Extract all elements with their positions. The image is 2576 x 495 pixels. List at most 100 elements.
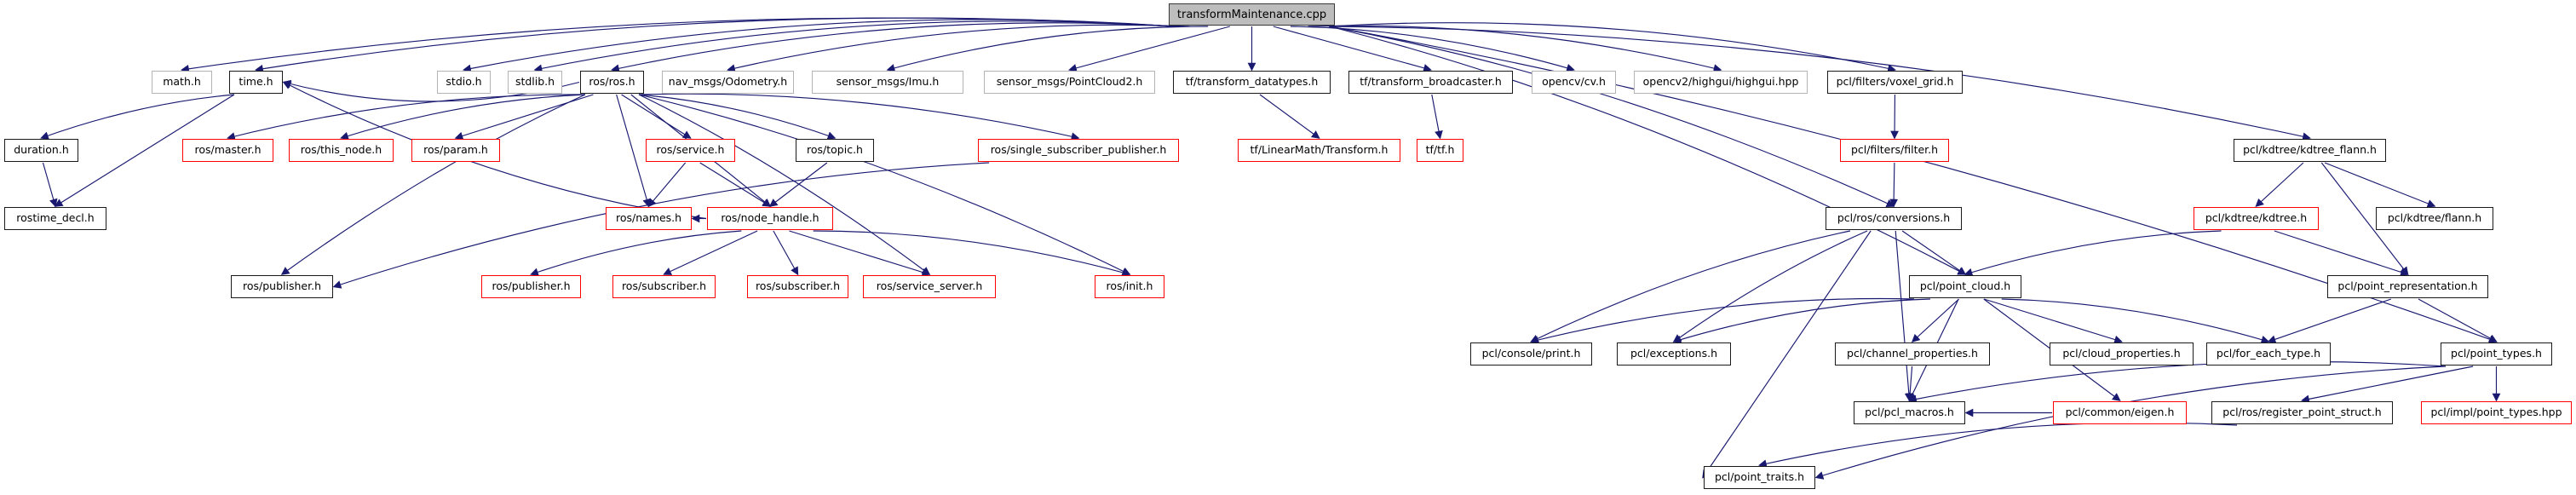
node-sub_red2[interactable]: ros/subscriber.h (747, 275, 848, 298)
node-point_traits[interactable]: pcl/point_traits.h (1704, 466, 1815, 489)
node-ros_ros[interactable]: ros/ros.h (580, 71, 644, 94)
node-opencv_cv[interactable]: opencv/cv.h (1532, 71, 1616, 94)
edge-conversions-to-point_traits (1702, 230, 1872, 479)
node-console_print[interactable]: pcl/console/print.h (1470, 342, 1592, 365)
node-tf_lm[interactable]: tf/LinearMath/Transform.h (1238, 139, 1400, 162)
edge-ros_ros-to-ros_init (638, 94, 1131, 275)
node-conversions[interactable]: pcl/ros/conversions.h (1826, 207, 1962, 230)
node-tf_tf[interactable]: tf/tf.h (1417, 139, 1463, 162)
edge-tm-to-math_h (181, 17, 1175, 73)
node-sub_red1[interactable]: ros/subscriber.h (612, 275, 716, 298)
edge-tm-to-time_h (255, 17, 1175, 73)
edge-ros_topic-to-node_handle (768, 162, 828, 207)
node-voxel_grid[interactable]: pcl/filters/voxel_grid.h (1827, 71, 1963, 94)
node-for_each_type[interactable]: pcl/for_each_type.h (2206, 342, 2331, 365)
node-pub_red[interactable]: ros/publisher.h (481, 275, 581, 298)
edge-ros_service-to-ros_names (647, 162, 687, 208)
node-channel_props[interactable]: pcl/channel_properties.h (1835, 342, 1990, 365)
node-kdtree_kdtree[interactable]: pcl/kdtree/kdtree.h (2194, 207, 2319, 230)
node-tm: transformMaintenance.cpp (1169, 3, 1335, 26)
edge-point_cloud-to-cloud_props (1983, 298, 2123, 344)
edge-point_types-to-pcl_macros (1908, 360, 2447, 404)
node-pcl_macros[interactable]: pcl/pcl_macros.h (1854, 401, 1965, 424)
node-sensor_imu[interactable]: sensor_msgs/Imu.h (812, 71, 963, 94)
node-point_repr[interactable]: pcl/point_representation.h (2327, 275, 2488, 298)
edge-point_cloud-to-channel_props (1911, 298, 1959, 342)
node-pcl_filter[interactable]: pcl/filters/filter.h (1840, 139, 1949, 162)
node-kdtree_flann_b[interactable]: pcl/kdtree/flann.h (2376, 207, 2493, 230)
node-nav_odom[interactable]: nav_msgs/Odometry.h (662, 71, 794, 94)
node-ros_param[interactable]: ros/param.h (411, 139, 500, 162)
edge-tm-to-opencv2_hg (1308, 25, 1722, 72)
node-kdtree_flann_h[interactable]: pcl/kdtree/kdtree_flann.h (2234, 139, 2386, 162)
node-node_handle[interactable]: ros/node_handle.h (707, 207, 833, 230)
node-tf_broadcaster[interactable]: tf/transform_broadcaster.h (1348, 71, 1513, 94)
node-ros_init[interactable]: ros/init.h (1095, 275, 1164, 298)
edge-ros_ros-to-ros_topic (638, 94, 837, 140)
edge-conversions-to-exceptions (1672, 230, 1868, 342)
node-math_h[interactable]: math.h (152, 71, 212, 94)
edge-conversions-to-console_print (1530, 230, 1851, 342)
edge-tm-to-stdlib_h (533, 20, 1175, 73)
node-stdio_h[interactable]: stdio.h (437, 71, 491, 94)
edge-ros_ros-to-ros_this_node (340, 94, 586, 141)
edge-tm-to-kdtree_flann_h (1329, 26, 2311, 141)
node-duration[interactable]: duration.h (4, 139, 78, 162)
node-impl_pt[interactable]: pcl/impl/point_types.hpp (2421, 401, 2572, 424)
edge-kdtree_flann_h-to-kdtree_flann_b (2324, 162, 2436, 208)
edge-pcl_filter-to-conversions (1889, 162, 1899, 208)
edge-ros_ros-to-ros_names (616, 94, 651, 208)
node-pub_black[interactable]: ros/publisher.h (231, 275, 333, 298)
node-service_server[interactable]: ros/service_server.h (863, 275, 996, 298)
node-opencv2_hg[interactable]: opencv2/highgui/highgui.hpp (1634, 71, 1808, 94)
edge-register_ps-to-point_traits (1758, 422, 2238, 468)
edge-tm-to-tf_broadcaster (1273, 26, 1432, 72)
edge-point_repr-to-point_types (2418, 298, 2498, 342)
node-ros_ssp[interactable]: ros/single_subscriber_publisher.h (978, 139, 1179, 162)
edge-ros_ros-to-ros_service (621, 94, 692, 139)
node-ros_topic[interactable]: ros/topic.h (796, 139, 874, 162)
node-time_h[interactable]: time.h (229, 71, 283, 94)
node-point_cloud[interactable]: pcl/point_cloud.h (1909, 275, 2021, 298)
node-exceptions[interactable]: pcl/exceptions.h (1617, 342, 1731, 365)
edge-kdtree_flann_h-to-kdtree_kdtree (2255, 162, 2304, 207)
edge-tm-to-sensor_imu (886, 26, 1209, 72)
edge-duration-to-rostime_decl (42, 162, 58, 208)
node-stdlib_h[interactable]: stdlib.h (508, 71, 562, 94)
edge-tm-to-stdio_h (463, 19, 1175, 73)
edge-tm-to-ros_ros (611, 22, 1176, 73)
node-tf_datatypes[interactable]: tf/transform_datatypes.h (1173, 71, 1331, 94)
edge-tf_broadcaster-to-tf_tf (1431, 94, 1443, 140)
node-cloud_props[interactable]: pcl/cloud_properties.h (2050, 342, 2194, 365)
edge-ros_ros-to-ros_param (454, 94, 594, 141)
node-ros_master[interactable]: ros/master.h (182, 139, 273, 162)
edge-point_cloud-to-for_each_type (2001, 298, 2270, 344)
edge-tm-to-voxel_grid (1329, 22, 1896, 73)
edge-node_handle-to-sub_red2 (773, 230, 799, 276)
node-rostime_decl[interactable]: rostime_decl.h (4, 207, 106, 230)
edge-ros_ros-to-pub_black (280, 94, 586, 275)
edge-ros_ros-to-ros_ssp (638, 93, 1080, 141)
node-common_eigen[interactable]: pcl/common/eigen.h (2053, 401, 2187, 424)
edge-node_handle-to-service_server (789, 230, 931, 277)
edge-node_handle-to-sub_red1 (663, 230, 758, 275)
edge-ros_service-to-node_handle (699, 162, 772, 207)
edge-kdtree_kdtree-to-point_cloud (1964, 230, 2222, 277)
node-ros_this_node[interactable]: ros/this_node.h (289, 139, 394, 162)
node-ros_service[interactable]: ros/service.h (646, 139, 735, 162)
edge-conversions-to-pcl_macros (1895, 230, 1913, 402)
edge-point_types-to-register_ps (2301, 365, 2474, 404)
edge-time_h-to-rostime_decl (54, 94, 235, 207)
edge-conversions-to-point_cloud (1901, 230, 1967, 275)
node-ros_names[interactable]: ros/names.h (606, 207, 692, 230)
node-register_ps[interactable]: pcl/ros/register_point_struct.h (2211, 401, 2393, 424)
edge-point_cloud-to-console_print (1530, 297, 1915, 344)
edge-tm-to-conversions (1328, 26, 1895, 208)
edge-tm-to-nav_odom (727, 24, 1189, 72)
edge-node_handle-to-pub_red (530, 230, 742, 276)
edge-node_handle-to-ros_init (813, 230, 1131, 277)
node-sensor_pc2[interactable]: sensor_msgs/PointCloud2.h (984, 71, 1155, 94)
node-point_types[interactable]: pcl/point_types.h (2441, 342, 2552, 365)
